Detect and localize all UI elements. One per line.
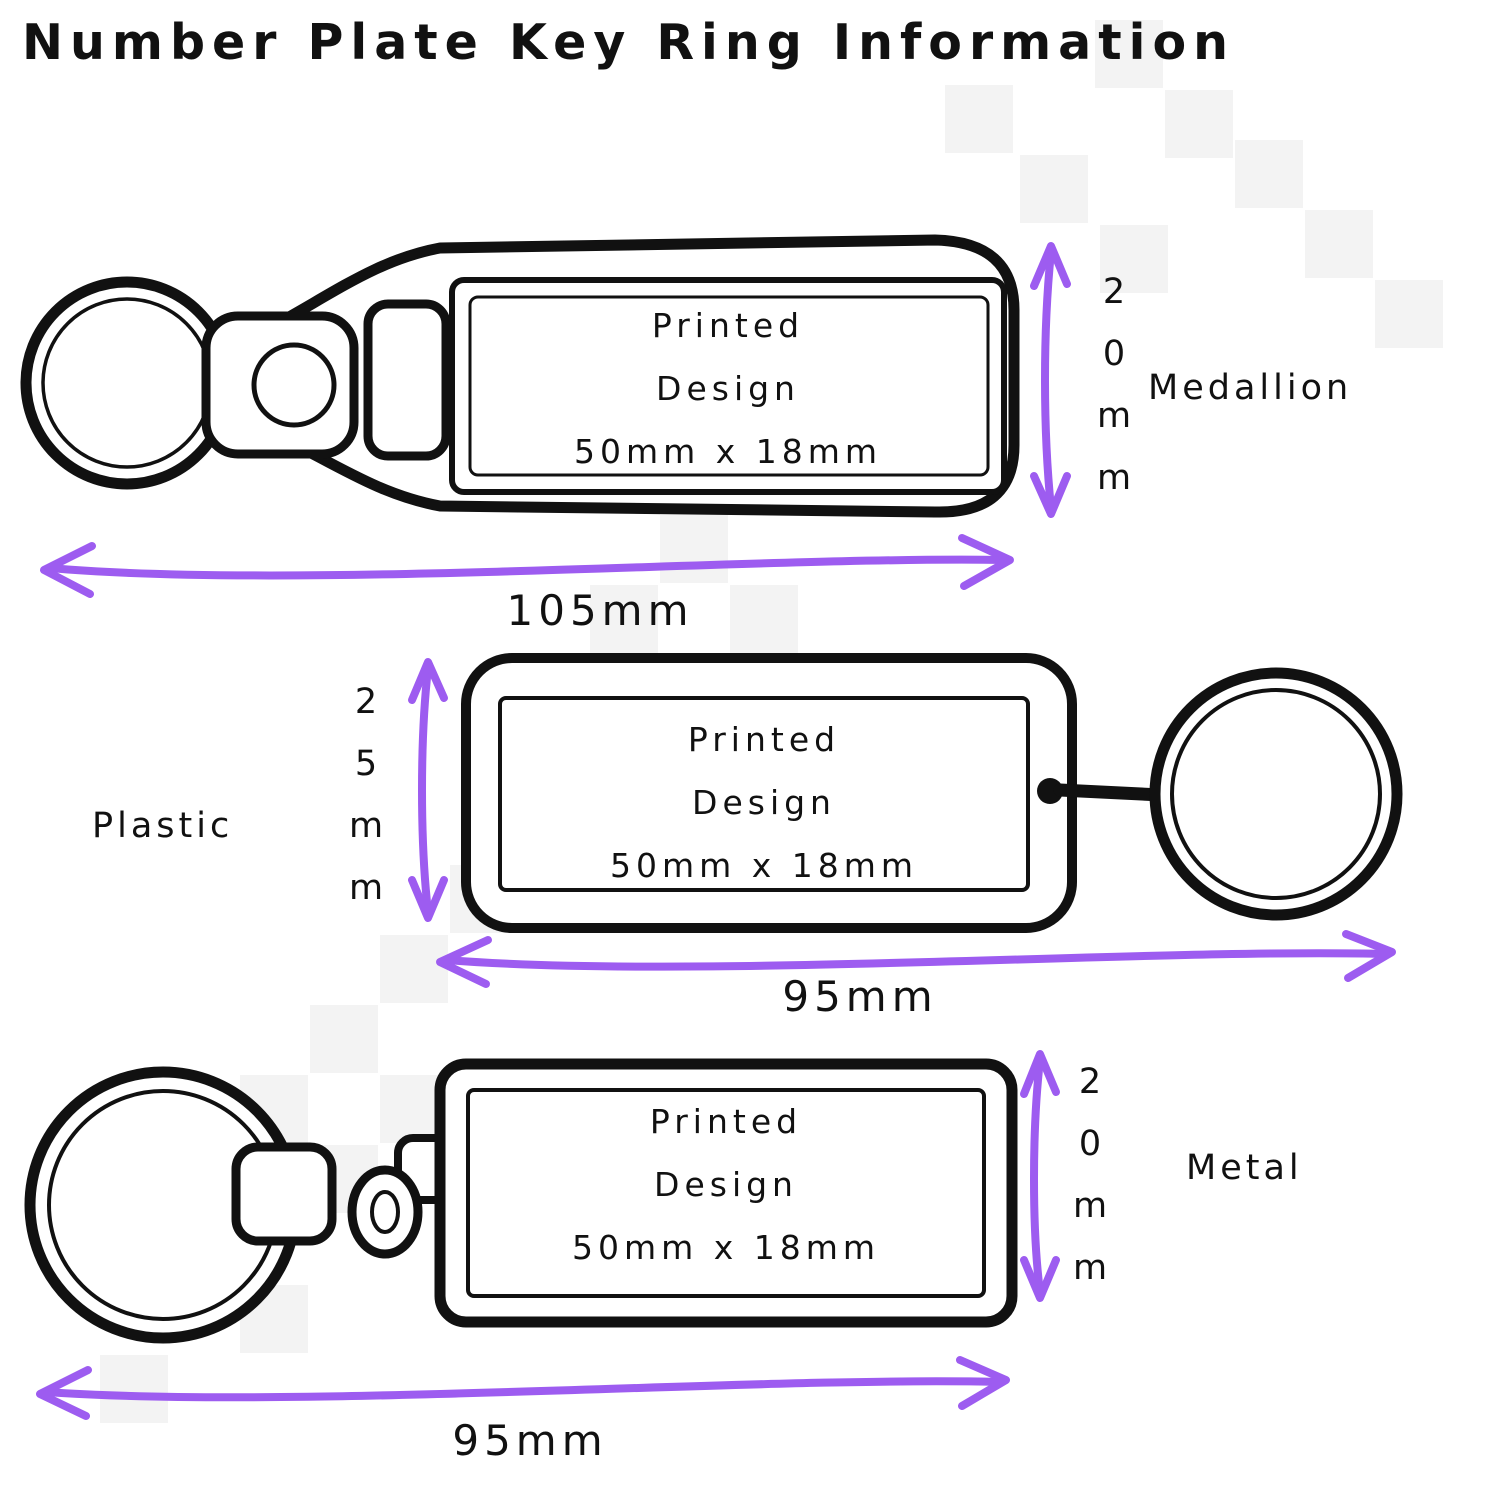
design-line-1: Printed [649, 1102, 803, 1141]
watermark-pattern [100, 20, 1443, 1423]
medallion-height-arrow [1030, 242, 1071, 518]
plastic-width-arrow [436, 930, 1396, 988]
design-line-2: Design [654, 1165, 798, 1204]
metal-keyring-drawing [24, 1058, 1018, 1344]
plastic-ring-inner [1170, 688, 1382, 900]
metal-width-label: 95mm [452, 1416, 608, 1465]
medallion-ring-icon [20, 276, 234, 490]
metal-design-text: Printed Design 50mm x 18mm [440, 1102, 1012, 1267]
design-line-3: 50mm x 18mm [571, 1228, 881, 1267]
medallion-width-label: 105mm [506, 586, 694, 635]
medallion-keyring-drawing [20, 234, 1020, 518]
plastic-hole [1037, 778, 1063, 804]
plastic-height-label: 25mm [346, 682, 386, 930]
medallion-strap [363, 299, 451, 461]
metal-link-outer [347, 1165, 423, 1259]
design-line-2: Design [656, 369, 800, 408]
metal-width-arrow [36, 1356, 1010, 1420]
metal-design-inner-border [466, 1088, 986, 1298]
page-title: Number Plate Key Ring Information [22, 14, 1236, 71]
plastic-keyring-drawing [461, 653, 1403, 933]
plastic-design-text: Printed Design 50mm x 18mm [464, 720, 1064, 885]
medallion-width-arrow [40, 534, 1014, 598]
plastic-ring-icon [1149, 667, 1403, 921]
medallion-clasp-rivet [251, 342, 337, 428]
metal-link-inner [370, 1190, 400, 1234]
metal-height-arrow [1020, 1050, 1060, 1302]
plastic-width-label: 95mm [782, 972, 938, 1021]
medallion-height-label: 20mm [1094, 272, 1134, 520]
plastic-height-arrow [408, 658, 448, 922]
design-line-1: Printed [687, 720, 841, 759]
metal-height-label: 20mm [1070, 1062, 1110, 1310]
design-line-1: Printed [651, 306, 805, 345]
medallion-design-inner-border [468, 295, 990, 477]
medallion-type-label: Medallion [1148, 368, 1353, 408]
design-line-2: Design [692, 783, 836, 822]
metal-type-label: Metal [1186, 1148, 1303, 1188]
design-line-3: 50mm x 18mm [609, 846, 919, 885]
design-line-3: 50mm x 18mm [573, 432, 883, 471]
metal-fob-body [434, 1058, 1018, 1328]
medallion-design-area [449, 277, 1007, 495]
metal-clasp [231, 1142, 337, 1246]
medallion-design-text: Printed Design 50mm x 18mm [452, 306, 1004, 471]
plastic-type-label: Plastic [92, 806, 234, 846]
plastic-design-inner-border [498, 696, 1030, 892]
